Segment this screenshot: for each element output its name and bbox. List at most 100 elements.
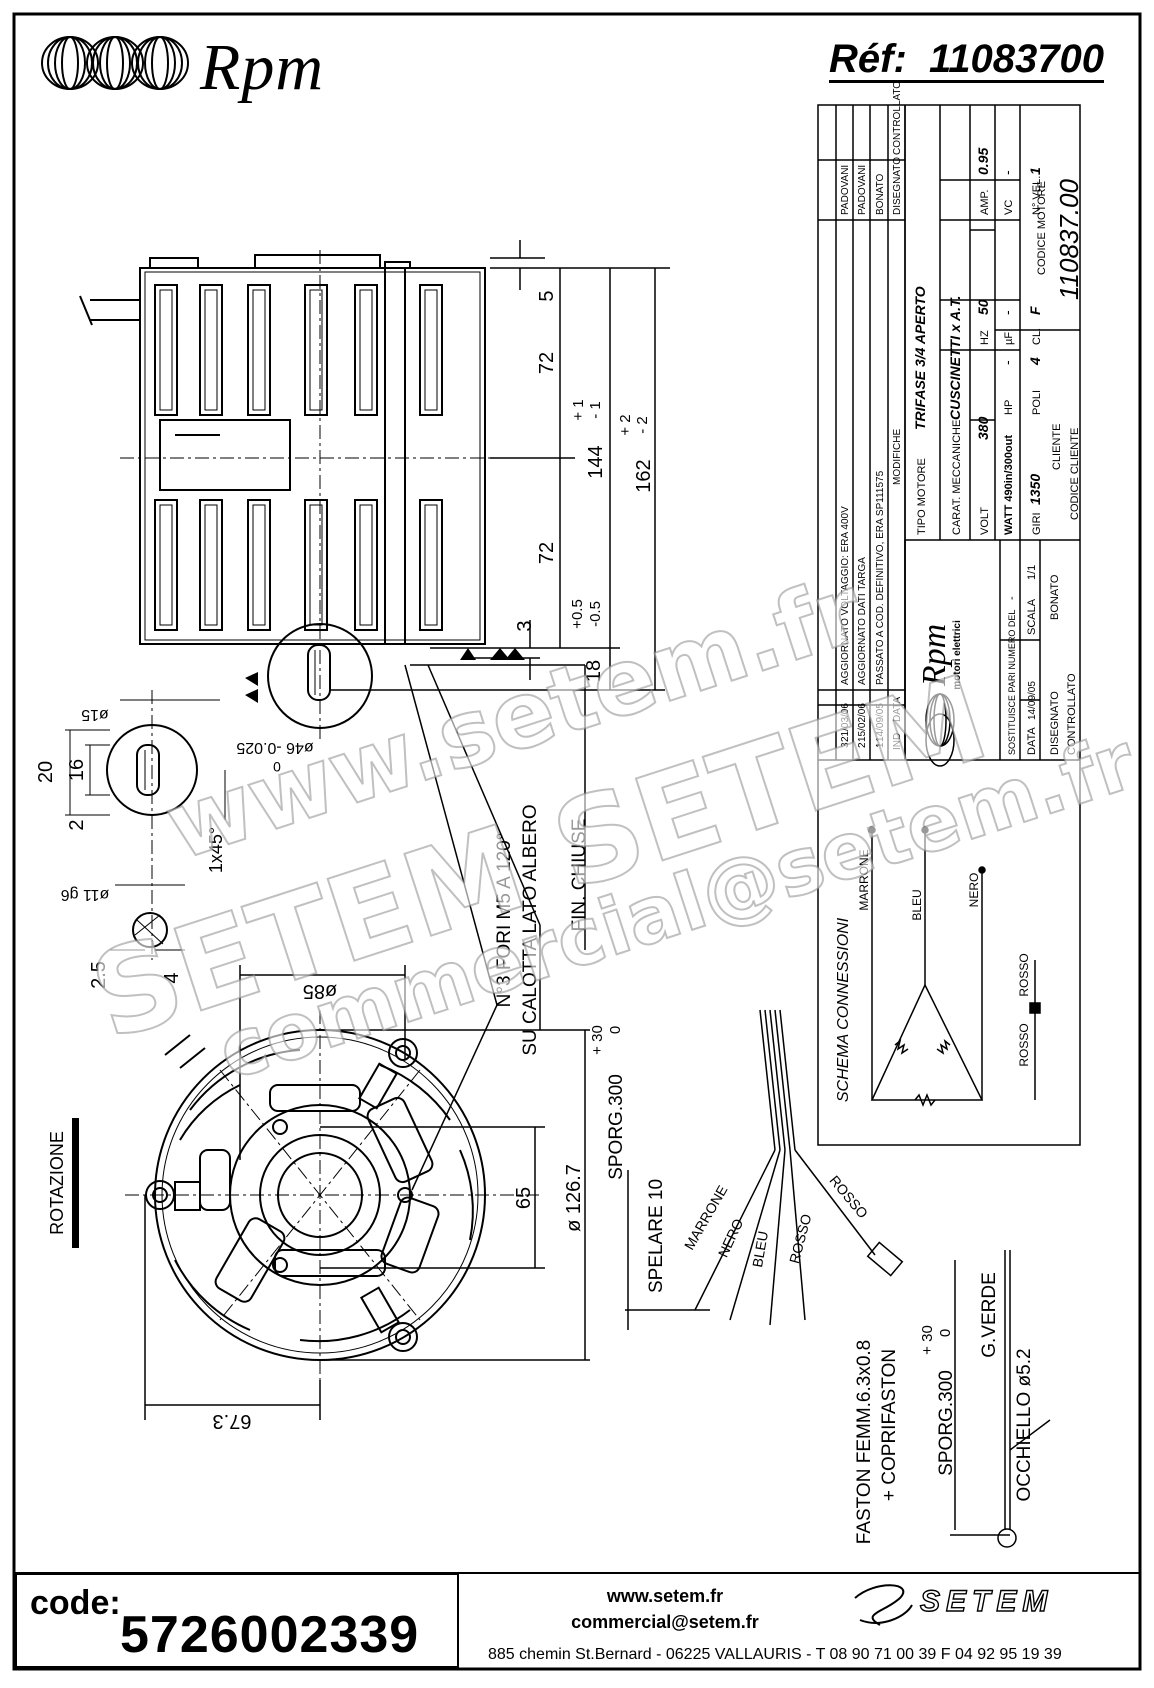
side-dimensions: [330, 240, 670, 691]
nvel-value: 1: [1027, 167, 1043, 175]
note-faston-2: + COPRIFASTON: [879, 1349, 900, 1501]
rotazione-label: ROTAZIONE: [47, 1131, 67, 1235]
schema-nero: NERO: [967, 873, 981, 908]
dim-chamfer: 1x45°: [206, 827, 226, 873]
dim-67-3: 67.3: [213, 1410, 252, 1432]
hz-value: 50: [975, 299, 991, 315]
amp-label: AMP.: [979, 190, 991, 215]
dim-shaft-15: ø15: [81, 706, 109, 723]
dim-16: 16: [66, 759, 88, 781]
note-sporg-2: SPORG.300: [936, 1370, 957, 1476]
dim-shaft-46: ø46 -0.025: [236, 739, 313, 756]
note-sporg-1-zero: 0: [607, 1026, 624, 1034]
vc-label: VC: [1003, 200, 1015, 215]
dim-tol05-plus: +0.5: [569, 599, 586, 629]
rotation-bar: [72, 1118, 79, 1248]
schema-title: SCHEMA CONNESSIONI: [835, 917, 852, 1102]
dim-4: 4: [161, 972, 183, 983]
dim-162-tol-plus: + 2: [617, 414, 634, 435]
tb-coil-logo: [925, 693, 955, 767]
note-faston-1: FASTON FEMM.6.3x0.8: [854, 1340, 875, 1544]
amp-value: 0.95: [975, 148, 991, 175]
outer-frame: [12, 12, 1142, 1671]
note-occhiello: OCCHIELLO ø5.2: [1014, 1348, 1035, 1501]
poli-label: POLI: [1031, 390, 1043, 415]
brand-logo-text: Rpm: [200, 31, 324, 104]
setem-swoosh-icon: [854, 1584, 913, 1626]
note-holes-2: SU CALOTTA LATO ALBERO: [520, 804, 541, 1055]
note-holes-1: N°3 FORI M5 A 120°: [494, 833, 515, 1008]
hz-label: HZ: [979, 330, 991, 345]
dim-18: 18: [583, 660, 605, 682]
schema-connessioni: [868, 826, 1041, 1108]
schema-marrone: MARRONE: [857, 849, 871, 910]
dim-162-tol-minus: - 2: [634, 416, 651, 434]
note-fin-chiuse: FIN. CHIUSE: [569, 819, 590, 932]
ref-value: 11083700: [929, 37, 1104, 81]
rev-row-3-date: 14/09/05: [875, 703, 886, 742]
rev-header-controllato: CONTROLLATO: [892, 81, 903, 155]
website-link[interactable]: www.setem.fr: [606, 1586, 724, 1606]
code-value: 5726002339: [120, 1606, 420, 1664]
nvel-label: N° VEL.: [1031, 176, 1043, 215]
rev-row-1-n: 3: [840, 742, 851, 748]
code-box: [15, 1573, 459, 1668]
rev-header-disegnato: DISEGNATO: [892, 157, 903, 215]
note-g-verde: G.VERDE: [979, 1272, 1000, 1358]
carat-value: CUSCINETTI x A.T.: [947, 296, 963, 420]
code-label: code:: [30, 1584, 121, 1622]
dim-72-bottom: 72: [536, 542, 558, 564]
rev-header-ind: IND: [892, 733, 903, 750]
poli-value: 4: [1027, 357, 1043, 366]
front-dimensions: [144, 965, 590, 1420]
note-sporg-1: SPORG.300: [606, 1074, 627, 1180]
dim-144-tol-plus: + 1: [570, 399, 587, 420]
ref-label: Réf:: [828, 37, 907, 81]
shaft-arrows: [245, 648, 525, 703]
rev-row-3-by: BONATO: [875, 173, 886, 215]
dim-144: 144: [585, 445, 607, 478]
dim-20: 20: [35, 761, 57, 783]
volt-value: 380: [975, 416, 991, 440]
watermark: www.setem.fr SETEM SETEM commercial@sete…: [75, 554, 1147, 1099]
reference-number: Réf: 11083700: [828, 37, 1104, 83]
controllato-label: CONTROLLATO: [1066, 673, 1078, 755]
address-line: 885 chemin St.Bernard - 06225 VALLAURIS …: [488, 1646, 1062, 1663]
rev-row-2-date: 15/02/06: [857, 703, 868, 742]
watt-label: WATT 490in/300out: [1003, 435, 1015, 535]
uf-value: -: [999, 310, 1015, 315]
giri-value: 1350: [1027, 474, 1043, 505]
dim-2: 2: [66, 819, 88, 830]
schema-bleu: BLEU: [910, 889, 924, 920]
data-value: 14/09/05: [1027, 681, 1038, 720]
rev-row-1-text: AGGIORNATO VOLTAGGIO: ERA 400V: [840, 506, 851, 685]
tb-logo-sub: motori elettrici: [952, 620, 963, 690]
cliente-label: CLIENTE: [1051, 424, 1063, 470]
cl-value: F: [1027, 306, 1043, 315]
wire-label-rosso-1: ROSSO: [786, 1212, 815, 1265]
note-sporg-1-plus: + 30: [589, 1025, 606, 1055]
schema-rosso-2: ROSSO: [1017, 1023, 1031, 1066]
email-link[interactable]: commercial@setem.fr: [571, 1612, 759, 1632]
carat-label: CARAT. MECCANICHE: [951, 420, 963, 535]
hp-value: -: [999, 360, 1015, 365]
note-sporg-2-zero: 0: [937, 1329, 954, 1337]
dim-72-top: 72: [536, 352, 558, 374]
contact-block: www.setem.fr commercial@setem.fr: [520, 1583, 810, 1635]
wire-label-bleu: BLEU: [749, 1230, 771, 1269]
tipo-motore-value: TRIFASE 3/4 APERTO: [912, 286, 928, 430]
dim-3: 3: [514, 620, 536, 631]
dim-126-7: ø 126.7: [563, 1164, 585, 1232]
disegnato-label: DISEGNATO: [1049, 691, 1061, 755]
setem-brand: SETEM: [919, 1584, 1054, 1618]
rev-header-data: DATA: [892, 696, 903, 722]
dim-5: 5: [536, 290, 558, 301]
rev-header-modifiche: MODIFICHE: [892, 429, 903, 485]
wire-label-nero: NERO: [715, 1216, 747, 1260]
sostituisce-label: SOSTITUISCE PARI NUMERO DEL: [1007, 610, 1017, 755]
data-label: DATA: [1026, 727, 1038, 755]
schema-rosso-1: ROSSO: [1017, 953, 1031, 996]
sostituisce-value: -: [1006, 596, 1018, 600]
dim-162: 162: [633, 459, 655, 492]
